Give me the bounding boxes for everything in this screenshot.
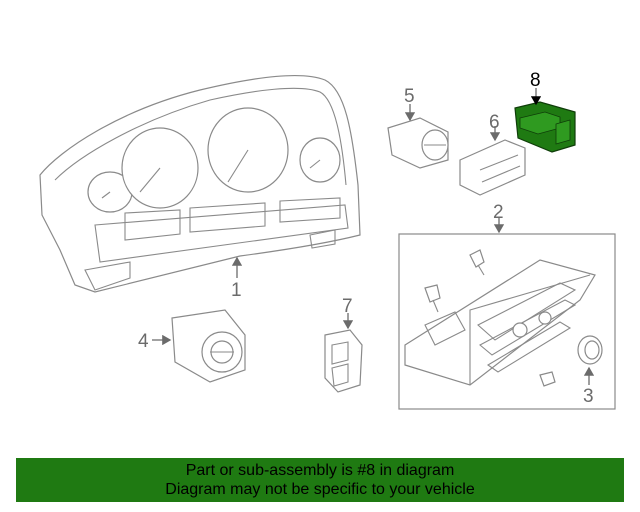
info-banner: Part or sub-assembly is #8 in diagram Di… <box>16 458 624 502</box>
headlamp-switch-part <box>387 117 449 169</box>
hazard-switch-part <box>324 329 363 393</box>
callout-5: 5 <box>404 86 415 107</box>
switch-panel-part <box>459 139 526 196</box>
knob-part <box>577 335 603 365</box>
callout-6: 6 <box>489 112 500 133</box>
callout-2: 2 <box>493 202 504 223</box>
callout-4: 4 <box>138 331 149 352</box>
callout-8: 8 <box>530 70 541 91</box>
banner-line-1: Part or sub-assembly is #8 in diagram <box>185 462 455 479</box>
climate-control-frame <box>398 233 616 410</box>
round-switch-part <box>171 309 246 383</box>
highlighted-switch-part <box>514 101 576 153</box>
screw-part <box>424 249 556 387</box>
callout-7: 7 <box>342 296 353 317</box>
callout-3: 3 <box>583 386 594 407</box>
banner-line-2: Diagram may not be specific to your vehi… <box>165 481 475 498</box>
instrument-cluster-part <box>39 74 361 293</box>
callout-1: 1 <box>231 280 242 301</box>
climate-control-part <box>404 259 596 386</box>
